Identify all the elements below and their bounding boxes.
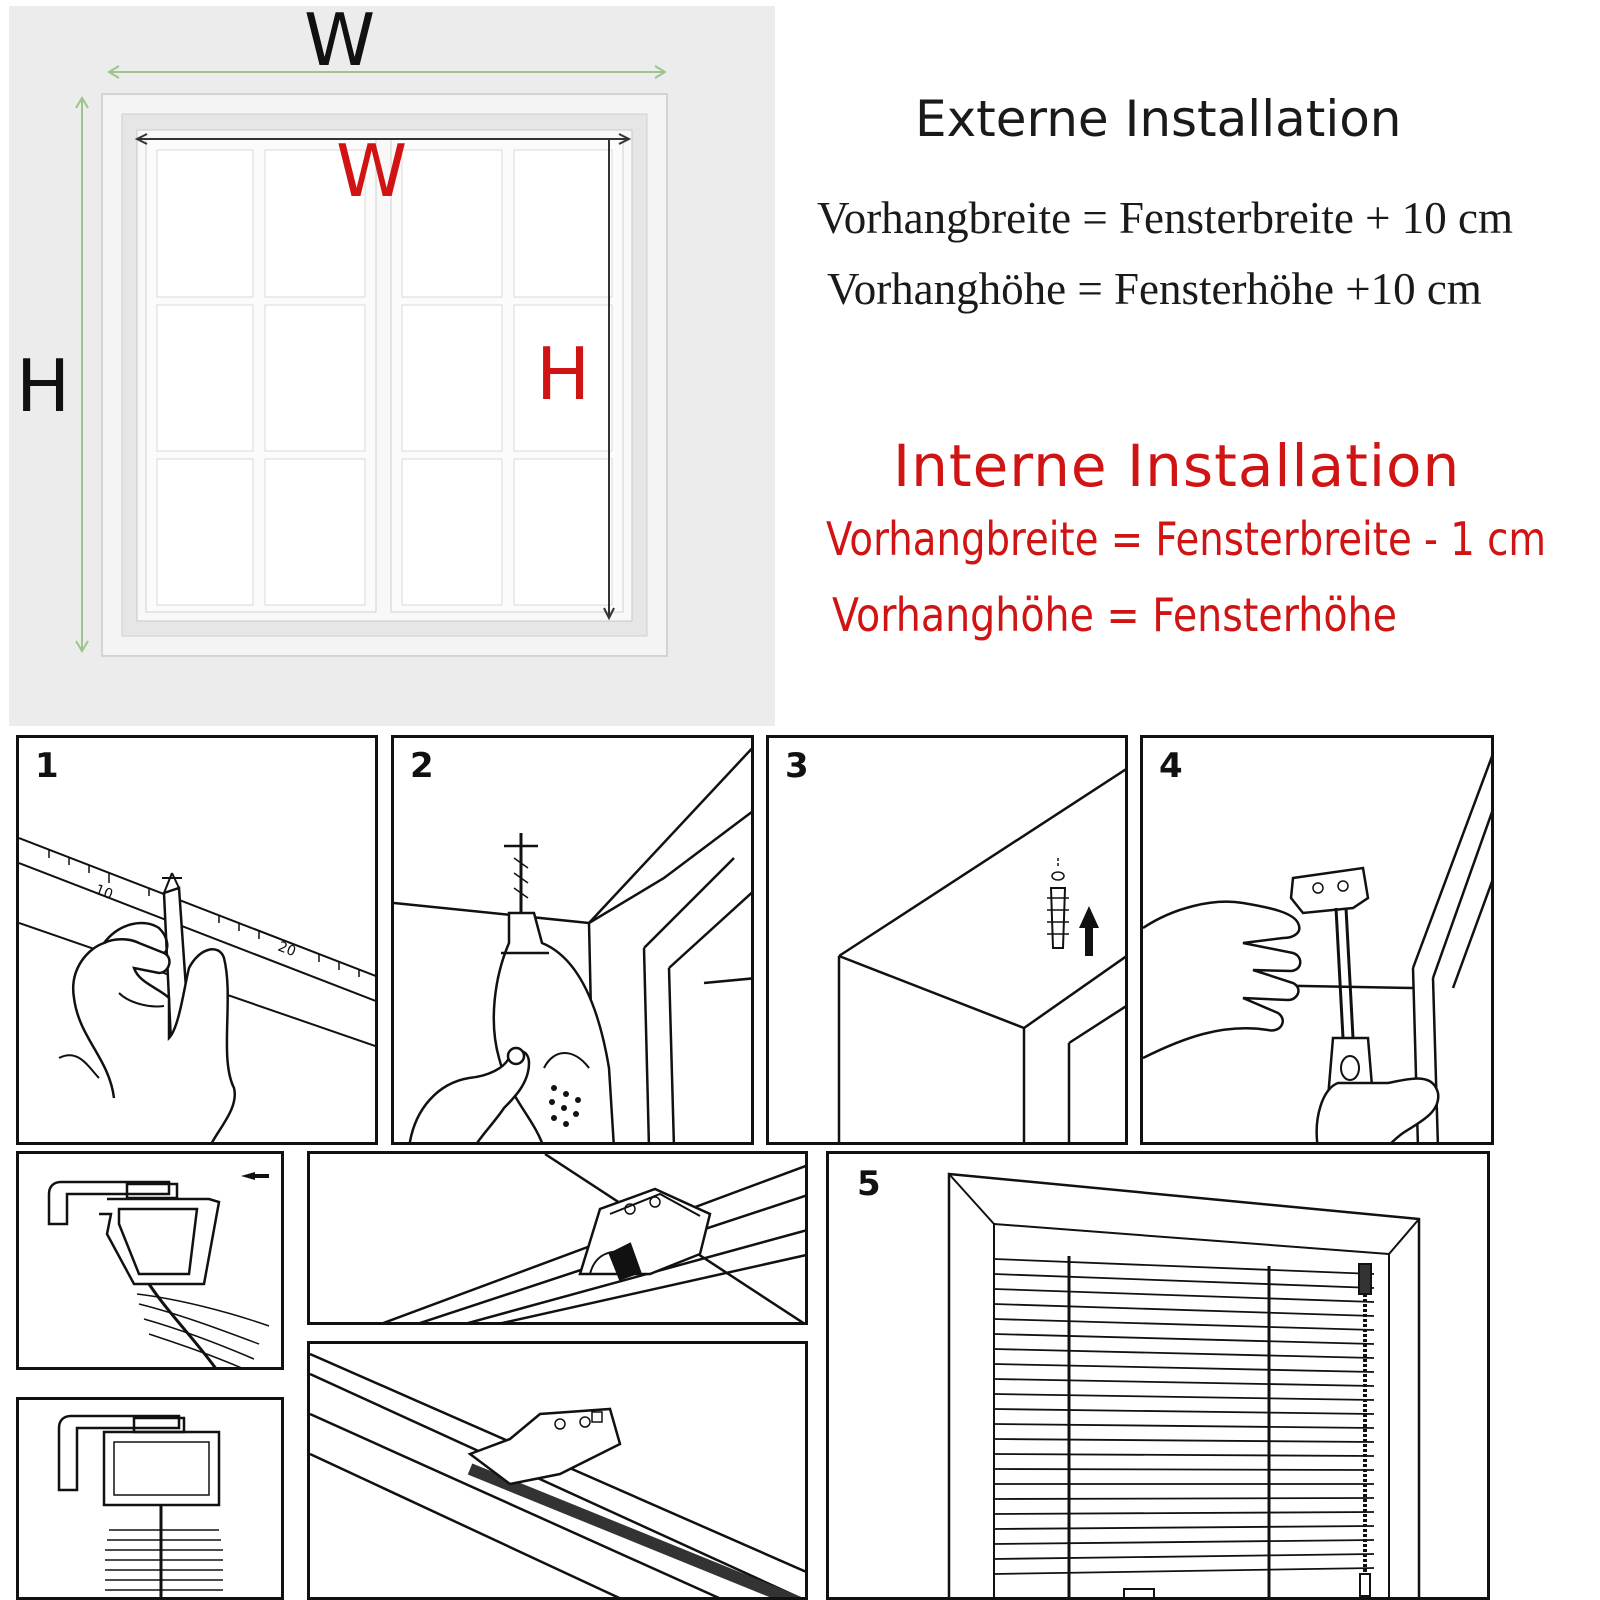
ruler-marking-illustration: 10 20: [19, 837, 375, 1142]
installed-blind-illustration: [947, 1172, 1421, 1597]
step-3-panel: 3: [766, 735, 1128, 1145]
window-measurement-photo: [9, 6, 775, 726]
external-height-rule: Vorhanghöhe = Fensterhöhe +10 cm: [827, 264, 1482, 314]
internal-width-rule: Vorhangbreite = Fensterbreite - 1 cm: [826, 512, 1546, 566]
rail-bracket-top-panel: [307, 1151, 808, 1325]
step-4-panel: 4: [1140, 735, 1494, 1145]
clip-attach-illustration: [47, 1172, 270, 1367]
step-1-number: 1: [35, 746, 59, 786]
window-illustration: [75, 65, 668, 657]
dowel-illustration: [837, 768, 1125, 1142]
inner-dimension-arrows: [134, 133, 632, 621]
clip-locked-illustration: [57, 1414, 223, 1597]
external-installation-title: Externe Installation: [915, 90, 1402, 148]
step-2-panel: 2: [391, 735, 754, 1145]
rail-bracket-bottom-panel: [307, 1341, 808, 1600]
clip-detail-locked-panel: [16, 1397, 284, 1600]
external-width-rule: Vorhangbreite = Fensterbreite + 10 cm: [817, 193, 1513, 243]
rail-bracket-top-illustration: [382, 1154, 805, 1322]
step-1-panel: 10 20 1: [16, 735, 378, 1145]
inner-width-label: W: [336, 129, 408, 213]
ruler-mark-20: 20: [276, 939, 298, 960]
step-5-panel: 5: [826, 1151, 1490, 1600]
internal-height-rule: Vorhanghöhe = Fensterhöhe: [832, 588, 1397, 642]
internal-installation-title: Interne Installation: [893, 432, 1461, 500]
rail-bracket-bottom-illustration: [310, 1352, 805, 1597]
outer-height-label: H: [16, 344, 71, 428]
step-4-number: 4: [1159, 746, 1183, 786]
clip-detail-attach-panel: [16, 1151, 284, 1370]
step-5-number: 5: [857, 1164, 881, 1204]
outer-dimension-arrows: [75, 65, 667, 653]
step-3-number: 3: [785, 746, 809, 786]
inner-height-label: H: [536, 332, 591, 416]
drilling-illustration: [394, 747, 751, 1142]
ruler-mark-10: 10: [93, 882, 115, 903]
bracket-screwing-illustration: [1143, 755, 1491, 1142]
outer-width-label: W: [304, 0, 376, 82]
step-2-number: 2: [410, 746, 434, 786]
